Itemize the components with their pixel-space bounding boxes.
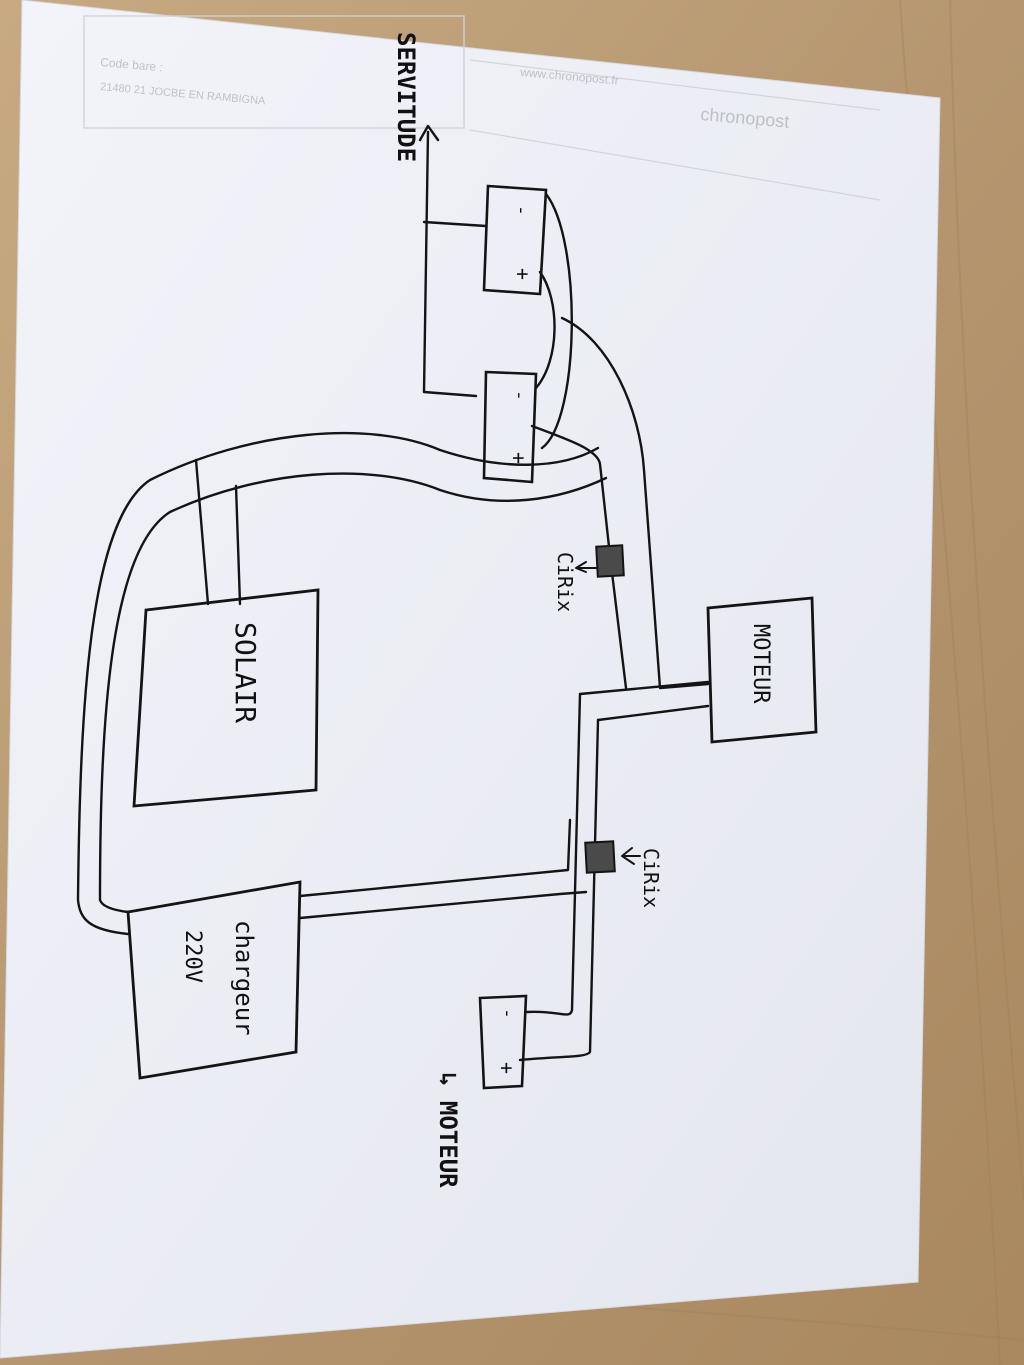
bus-top: [578, 680, 710, 696]
chargeur-label-line1: chargeur: [230, 920, 258, 1036]
battery-top: - +: [482, 184, 548, 296]
battery-top-plus: +: [511, 268, 535, 280]
battery-bottom-minus: -: [497, 1008, 518, 1019]
servitude-wire: [422, 130, 478, 398]
battery-bottom-plus: +: [495, 1062, 519, 1074]
ghost-code-label: Code bare :: [100, 55, 164, 74]
wire-battery-to-moteur-outer: [560, 316, 710, 690]
chargeur-label-line2: 220V: [180, 930, 205, 983]
solair-label: SOLAIR: [229, 622, 262, 723]
battery-middle-plus: +: [507, 452, 531, 464]
solair-feed-right: [234, 484, 242, 606]
moteur-bottom-label: ↳ MOTEUR: [434, 1072, 462, 1188]
charger-wire-bottom: [298, 890, 588, 920]
battery-bottom: - +: [478, 994, 528, 1090]
charger-wire-top: [298, 818, 572, 898]
wire-battery-to-moteur-inner: [530, 424, 628, 690]
servitude-label: SERVITUDE: [392, 32, 420, 162]
chargeur-box: chargeur 220V: [126, 880, 302, 1080]
wiring: [76, 124, 710, 1062]
moteur-box: MOTEUR: [706, 596, 818, 744]
battery-middle: - +: [482, 370, 538, 484]
bus-right: [518, 718, 600, 1062]
fuse-top: [595, 544, 625, 578]
paper-sheet: [0, 0, 941, 1359]
solair-feed-left: [194, 458, 210, 606]
bus-left: [524, 692, 582, 1016]
battery-link-a: [534, 270, 556, 390]
servitude-tap-wire: [422, 220, 488, 228]
battery-top-minus: -: [511, 205, 532, 216]
loop-inner: [98, 472, 608, 914]
servitude-arrowhead: [418, 124, 440, 142]
battery-middle-minus: -: [509, 390, 530, 401]
fuse-bottom-label: CiRix: [639, 848, 663, 908]
moteur-box-label: MOTEUR: [748, 624, 773, 704]
loop-outer: [76, 431, 600, 936]
fuse-bottom: [584, 840, 616, 874]
fuse-top-label: CiRix: [553, 552, 577, 612]
battery-link-b: [540, 192, 573, 450]
solair-box: SOLAIR: [132, 588, 320, 808]
ghost-print: Code bare : 21480 21 JOCBE EN RAMBIGNA w…: [83, 15, 881, 201]
bus-top-inner: [596, 704, 710, 722]
fuse-arrows: [575, 561, 641, 865]
